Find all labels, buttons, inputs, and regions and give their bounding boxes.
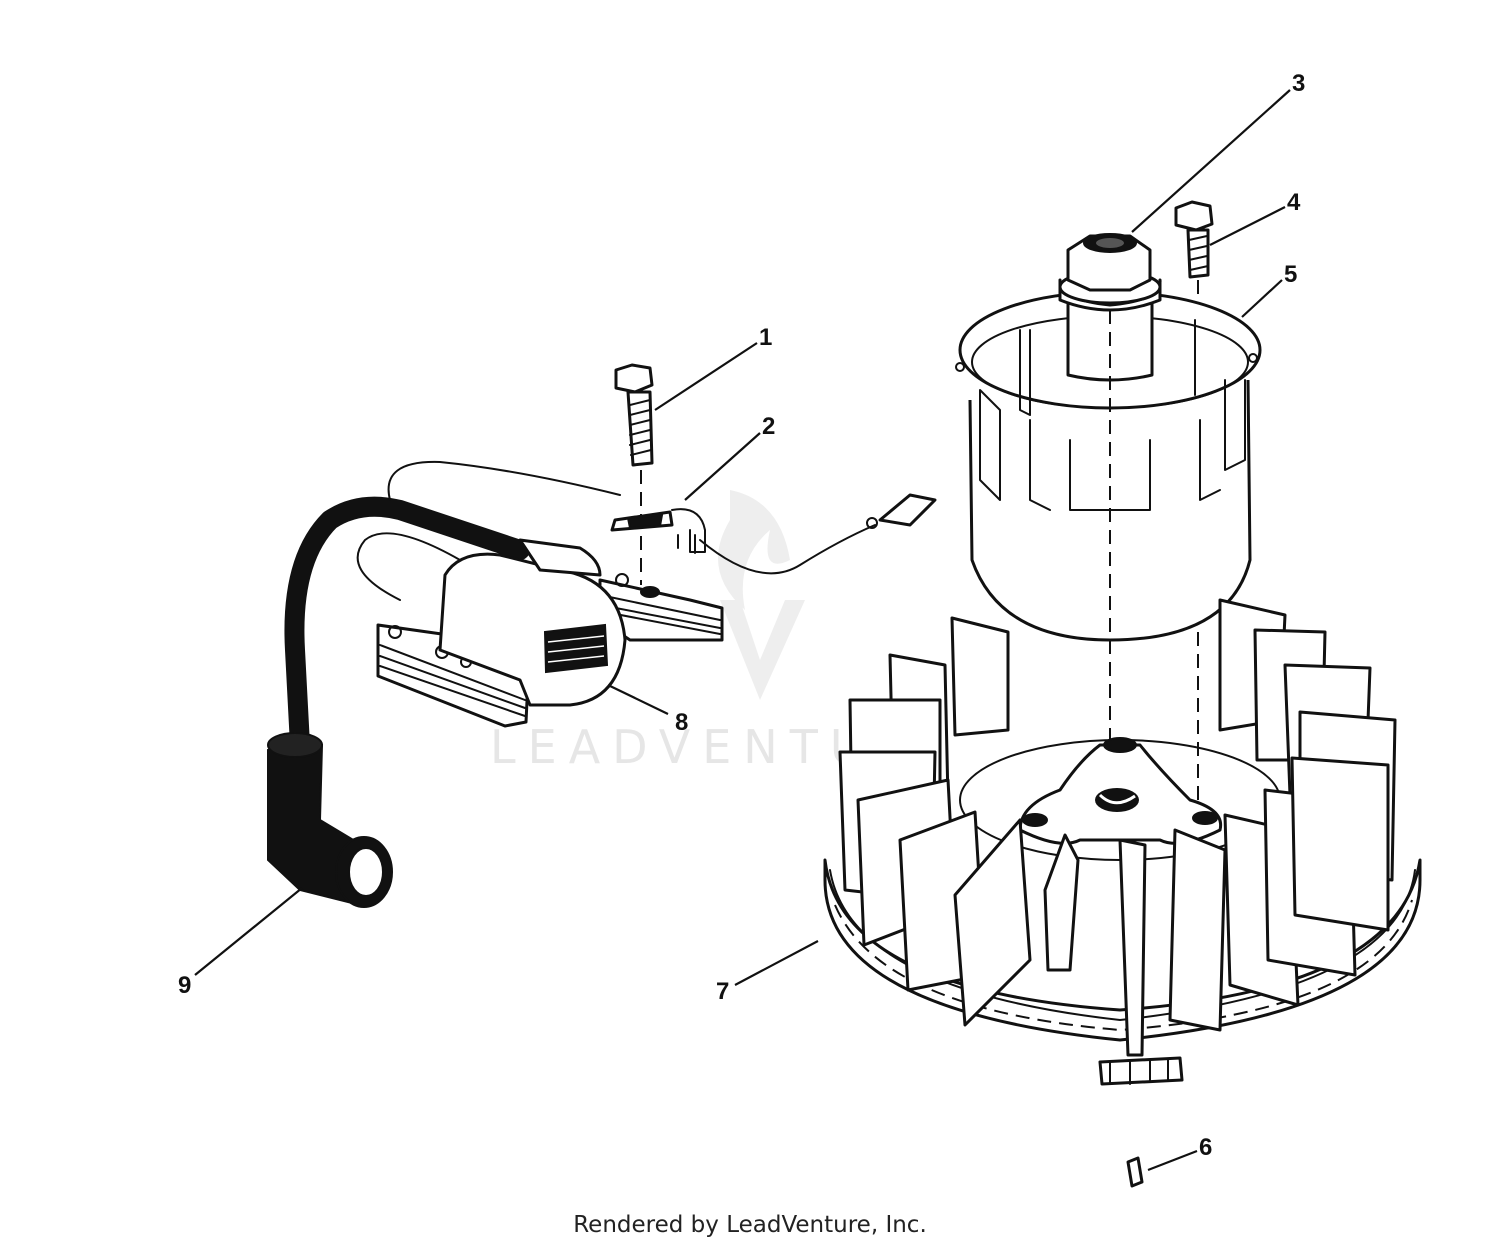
spark-plug-boot-part (267, 496, 530, 908)
callout-4: 4 (1287, 189, 1301, 216)
leader-line-7 (734, 940, 819, 986)
callout-9: 9 (178, 972, 191, 999)
leader-line-3 (1131, 89, 1291, 233)
callout-5: 5 (1284, 261, 1297, 288)
leader-line-6 (1147, 1149, 1198, 1172)
ignition-module-part (356, 460, 937, 728)
footer-credit: Rendered by LeadVenture, Inc. (573, 1212, 927, 1238)
callout-8: 8 (675, 709, 688, 736)
callout-1: 1 (759, 324, 772, 351)
bolt-part-1 (614, 363, 654, 585)
callout-6: 6 (1199, 1134, 1212, 1161)
leader-line-8 (607, 684, 669, 715)
flywheel-part (823, 598, 1422, 1086)
callout-2: 2 (762, 413, 775, 440)
leader-line-1 (654, 342, 758, 411)
rotating-screen-part (955, 233, 1262, 770)
leader-line-2 (684, 432, 761, 501)
flywheel-key-part (1126, 1156, 1144, 1188)
leader-line-5 (1241, 279, 1283, 318)
callout-7: 7 (716, 978, 729, 1005)
leader-line-4 (1209, 206, 1286, 246)
leader-line-9 (194, 887, 303, 976)
leader-lines (194, 89, 1291, 1172)
callout-3: 3 (1292, 70, 1305, 97)
callouts: 1 2 3 4 5 6 7 8 9 (178, 70, 1305, 1161)
